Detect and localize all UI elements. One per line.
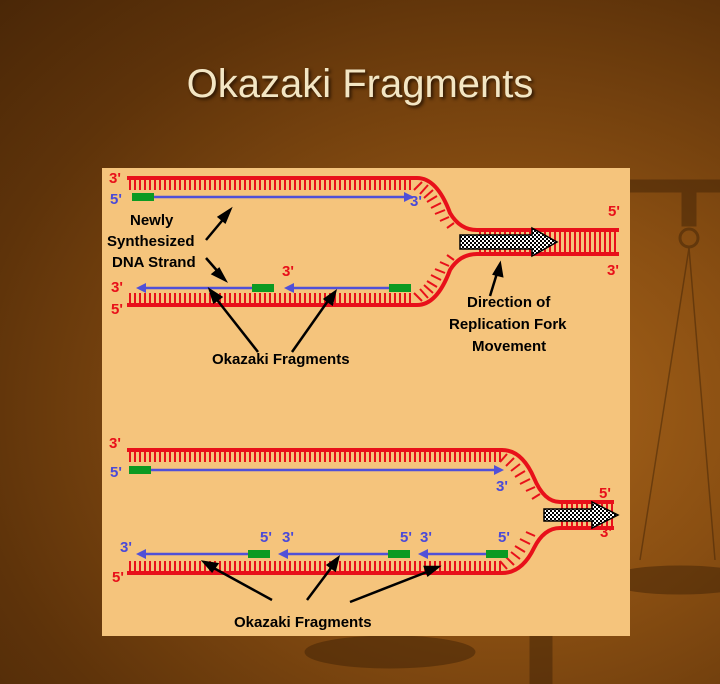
bottom-lagging-arrowhead-2 (278, 549, 288, 559)
bottom-parent-strand-lower (127, 526, 614, 575)
label-newly-line3: DNA Strand (112, 254, 196, 271)
top-lagging-primer-1 (252, 284, 274, 292)
top-upper-left-3prime: 3' (109, 170, 121, 187)
top-leading-primer (132, 193, 154, 201)
top-lagging-primer-2 (389, 284, 411, 292)
bottom-upper-rungs (129, 450, 501, 462)
bottom-frag1-5prime: 5' (260, 529, 272, 546)
bottom-lagging-primer-1 (248, 550, 270, 558)
bottom-fork-direction-arrow (543, 500, 620, 530)
top-lower-left-5prime: 5' (111, 301, 123, 318)
bottom-duplex-right-5prime: 5' (599, 485, 611, 502)
bottom-leading-left-5prime: 5' (110, 464, 122, 481)
top-lagging-arrowhead-2 (284, 283, 294, 293)
bottom-lagging-primer-2 (388, 550, 410, 558)
bottom-frag2-3prime: 3' (282, 529, 294, 546)
bottom-lagging-primer-3 (486, 550, 508, 558)
bottom-upper-left-3prime: 3' (109, 435, 121, 452)
bottom-lagging-arrowhead-1 (136, 549, 146, 559)
bottom-frag3-5prime: 5' (498, 529, 510, 546)
label-okazaki-top: Okazaki Fragments (212, 351, 350, 368)
bottom-leading-arrowhead (494, 465, 504, 475)
top-leading-left-5prime: 5' (110, 191, 122, 208)
top-lagging-left-3prime: 3' (111, 279, 123, 296)
slide-title: Okazaki Fragments (186, 62, 534, 106)
bottom-lagging-left-3prime: 3' (120, 539, 132, 556)
bottom-duplex-right-3prime: 3' (600, 524, 612, 541)
top-fork-rungs (413, 181, 455, 302)
label-direction-line1: Direction of (467, 294, 551, 311)
top-fork-direction-arrow (459, 226, 559, 258)
top-upper-rungs (129, 178, 411, 190)
bottom-fork-rungs (499, 453, 541, 570)
label-newly-line2: Synthesized (107, 233, 195, 250)
bottom-leading-right-3prime: 3' (496, 478, 508, 495)
top-parent-strand-upper (127, 176, 619, 232)
top-diagram: 3' 5' 3' 3' 3' 5' 5' 3' Newly Synthesize… (107, 170, 620, 368)
diagram-panel: 3' 5' 3' 3' 3' 5' 5' 3' Newly Synthesize… (102, 168, 630, 636)
top-lagging-arrowhead-1 (136, 283, 146, 293)
top-parent-strand-lower (127, 252, 619, 307)
bottom-leading-primer (129, 466, 151, 474)
label-direction-line3: Movement (472, 338, 546, 355)
bottom-lagging-arrowhead-3 (418, 549, 428, 559)
bottom-pointer-arrows (200, 555, 442, 604)
top-duplex-right-5prime: 5' (608, 203, 620, 220)
top-leading-arrowhead (404, 192, 414, 202)
label-okazaki-bottom: Okazaki Fragments (234, 614, 372, 631)
bottom-frag2-5prime: 5' (400, 529, 412, 546)
okazaki-diagram: 3' 5' 3' 3' 3' 5' 5' 3' Newly Synthesize… (107, 170, 620, 631)
bottom-lower-left-5prime: 5' (112, 569, 124, 586)
label-newly-line1: Newly (130, 212, 174, 229)
top-duplex-right-3prime: 3' (607, 262, 619, 279)
bottom-parent-strand-upper (127, 448, 614, 504)
bottom-frag3-3prime: 3' (420, 529, 432, 546)
bottom-lower-rungs (129, 561, 501, 573)
top-pointer-arrows (205, 206, 504, 353)
bottom-diagram: 3' 5' 3' 5' 3' 3' 5' 5' 3' 5' 3' 5' Okaz… (109, 435, 620, 631)
label-direction-line2: Replication Fork (449, 316, 567, 333)
top-leading-right-3prime: 3' (410, 193, 422, 210)
top-lagging-mid-3prime: 3' (282, 263, 294, 280)
